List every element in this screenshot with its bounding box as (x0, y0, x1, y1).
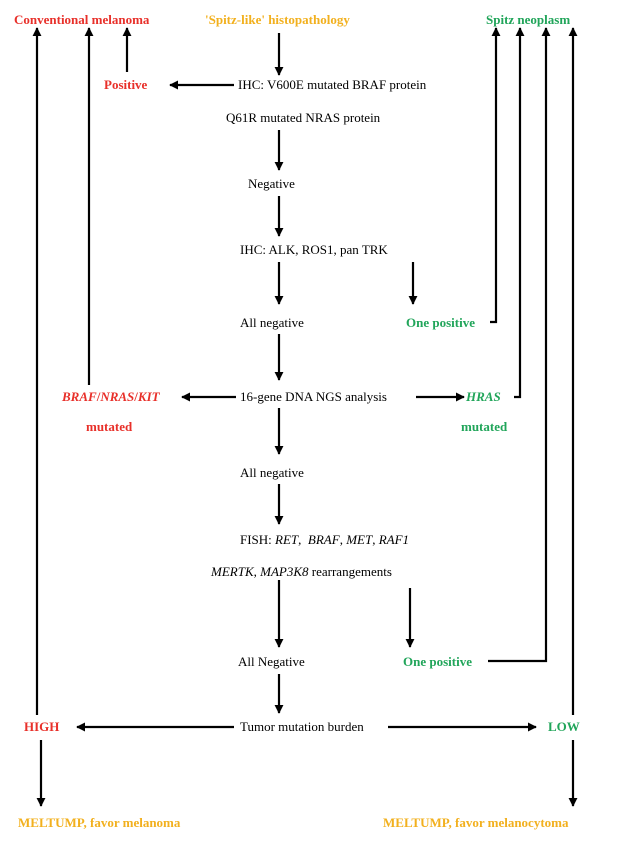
node-high: HIGH (24, 719, 60, 734)
node-conventional-melanoma: Conventional melanoma (14, 12, 150, 27)
node-tmb: Tumor mutation burden (240, 719, 364, 734)
gene-ret: RET (275, 532, 299, 547)
gene-hras: HRAS (466, 389, 501, 404)
node-positive: Positive (104, 77, 148, 92)
arrow-hras-to-spitz (514, 27, 525, 399)
gene-braf: BRAF (307, 532, 340, 547)
node-q61r-nras: Q61R mutated NRAS protein (226, 110, 381, 125)
node-low: LOW (548, 719, 580, 734)
node-meltump-melanoma: MELTUMP, favor melanoma (18, 815, 181, 830)
node-mutated-right: mutated (461, 419, 508, 434)
gene-raf1: RAF1 (378, 532, 410, 547)
node-all-negative-1: All negative (240, 315, 304, 330)
node-all-negative-3: All Negative (238, 654, 305, 669)
gene-braf: BRAF (62, 389, 97, 404)
node-all-negative-2: All negative (240, 465, 304, 480)
arrow-onepos1-to-spitz (490, 27, 501, 324)
gene-mertk: MERTK (211, 564, 254, 579)
node-ihc-alk: IHC: ALK, ROS1, pan TRK (240, 242, 388, 257)
separator: / (96, 389, 101, 404)
node-braf-nras-kit-mutated: BRAF/NRAS/KIT (62, 389, 160, 405)
node-ihc-braf: IHC: V600E mutated BRAF protein (238, 77, 427, 92)
node-fish-line2: MERTK, MAP3K8 rearrangements (211, 564, 392, 579)
node-spitz-neoplasm: Spitz neoplasm (486, 12, 571, 27)
node-negative: Negative (248, 176, 295, 191)
separator: / (134, 389, 138, 404)
node-mutated-left: mutated (86, 419, 133, 434)
gene-map3k8: MAP3K8 (260, 564, 309, 579)
node-hras: HRAS (466, 389, 501, 405)
node-ngs-analysis: 16-gene DNA NGS analysis (240, 389, 387, 404)
node-fish-line1: FISH: RET, BRAF, MET, RAF1 (240, 532, 410, 547)
gene-met: MET (346, 532, 373, 547)
fish-prefix: FISH: (240, 532, 276, 547)
node-one-positive-2: One positive (403, 654, 472, 669)
gene-kit: KIT (137, 389, 160, 404)
gene-nras: NRAS (100, 389, 135, 404)
fish-rearrangements: rearrangements (308, 564, 392, 579)
node-one-positive-1: One positive (406, 315, 475, 330)
node-spitz-histopathology: 'Spitz-like' histopathology (205, 12, 350, 27)
arrow-onepos2-to-spitz (488, 27, 551, 663)
node-meltump-melanocytoma: MELTUMP, favor melanocytoma (383, 815, 569, 830)
